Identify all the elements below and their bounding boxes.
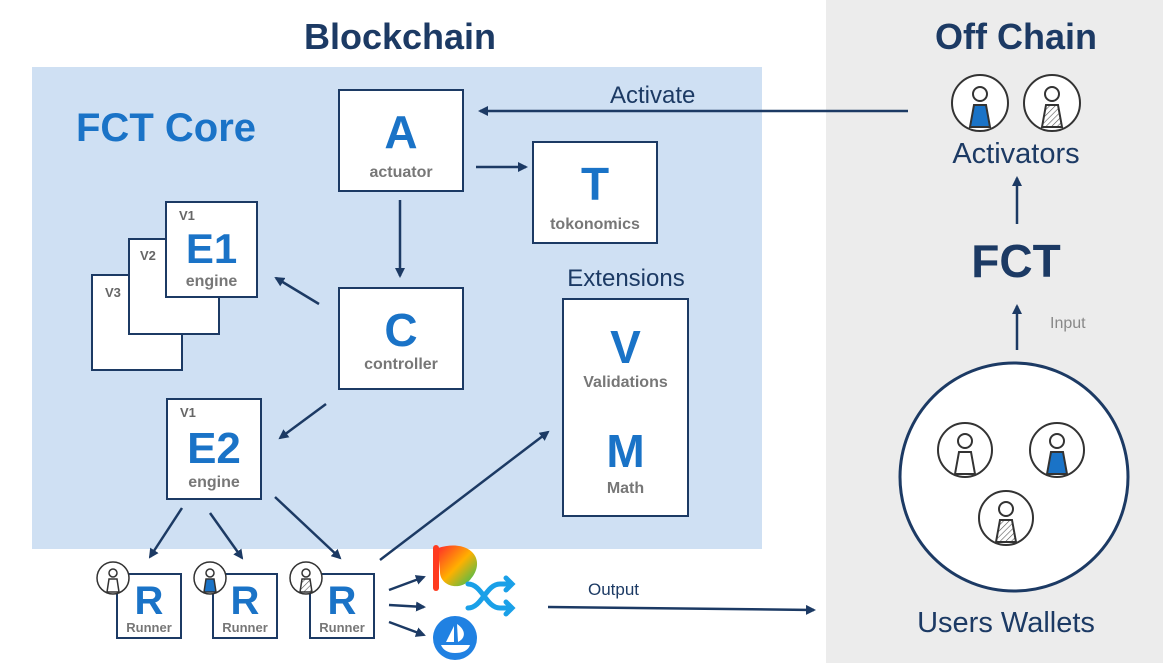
fct-core-heading: FCT Core bbox=[76, 106, 256, 150]
math-letter: M bbox=[606, 425, 645, 477]
runner-label: Runner bbox=[222, 620, 268, 635]
users-wallets-label: Users Wallets bbox=[917, 607, 1095, 639]
engine2-to-runner2-arrow bbox=[208, 512, 244, 560]
tokonomics-box: T tokonomics bbox=[532, 141, 658, 244]
controller-to-engine1-arrow bbox=[274, 276, 320, 306]
engine1-v3-label: V3 bbox=[105, 285, 121, 300]
engine2-letter: E2 bbox=[187, 424, 241, 473]
engine2-version: V1 bbox=[180, 405, 196, 420]
runner-avatar-icon bbox=[289, 561, 323, 595]
engine1-label: engine bbox=[185, 273, 238, 290]
runner-to-curve-arrow bbox=[388, 575, 426, 592]
runner-letter: R bbox=[134, 579, 164, 623]
output-arrow bbox=[547, 604, 816, 615]
input-label: Input bbox=[1050, 315, 1086, 332]
actuator-label: actuator bbox=[369, 164, 433, 181]
runner-avatar-icon bbox=[193, 561, 227, 595]
engine2-to-runner3-arrow bbox=[274, 496, 342, 560]
activator-avatar-icon bbox=[1023, 74, 1081, 132]
runner-to-opensea-arrow bbox=[388, 620, 426, 637]
curve-logo-icon bbox=[433, 545, 478, 591]
runner-to-swap-arrow bbox=[388, 601, 426, 612]
actuator-letter: A bbox=[384, 106, 418, 158]
user-avatar-icon bbox=[937, 422, 993, 478]
runner-label: Runner bbox=[319, 620, 365, 635]
controller-letter: C bbox=[384, 304, 418, 356]
controller-box: C controller bbox=[338, 287, 464, 390]
output-label: Output bbox=[588, 580, 640, 599]
runner-to-extensions-arrow bbox=[379, 430, 550, 561]
runner-label: Runner bbox=[126, 620, 172, 635]
user-avatar-icon bbox=[1029, 422, 1085, 478]
tokonomics-label: tokonomics bbox=[550, 216, 640, 233]
swap-logo-icon bbox=[465, 575, 516, 617]
fct-label: FCT bbox=[971, 235, 1061, 287]
extensions-box: V Validations M Math bbox=[562, 298, 689, 517]
engine2-label: engine bbox=[188, 474, 240, 491]
activators-label: Activators bbox=[952, 138, 1080, 170]
runner-box: R Runner bbox=[309, 573, 375, 639]
controller-to-engine2-arrow bbox=[278, 402, 327, 440]
actuator-box: A actuator bbox=[338, 89, 464, 192]
user-avatar-icon bbox=[978, 490, 1034, 546]
runner-letter: R bbox=[327, 579, 357, 623]
activate-label: Activate bbox=[610, 82, 696, 109]
engine2-to-runner1-arrow bbox=[148, 507, 184, 559]
engine1-letter: E1 bbox=[185, 225, 238, 272]
extensions-heading: Extensions bbox=[567, 265, 685, 292]
users-wallets-circle bbox=[898, 361, 1130, 593]
validations-label: Validations bbox=[583, 374, 668, 391]
engine2-box: V1 E2 engine bbox=[166, 398, 262, 500]
runner-letter: R bbox=[230, 579, 260, 623]
tokonomics-letter: T bbox=[580, 158, 610, 210]
engine1-v2-label: V2 bbox=[140, 248, 156, 263]
math-label: Math bbox=[606, 480, 645, 497]
off-chain-heading: Off Chain bbox=[935, 16, 1097, 57]
runner-box: R Runner bbox=[212, 573, 278, 639]
runner-avatar-icon bbox=[96, 561, 130, 595]
controller-label: controller bbox=[364, 356, 438, 373]
blockchain-heading: Blockchain bbox=[303, 16, 497, 57]
engine1-box: V1 E1 engine bbox=[165, 201, 258, 298]
opensea-logo-icon bbox=[433, 616, 477, 660]
activator-avatar-icon bbox=[951, 74, 1009, 132]
engine1-v1-label: V1 bbox=[179, 208, 195, 223]
validations-letter: V bbox=[610, 321, 641, 373]
